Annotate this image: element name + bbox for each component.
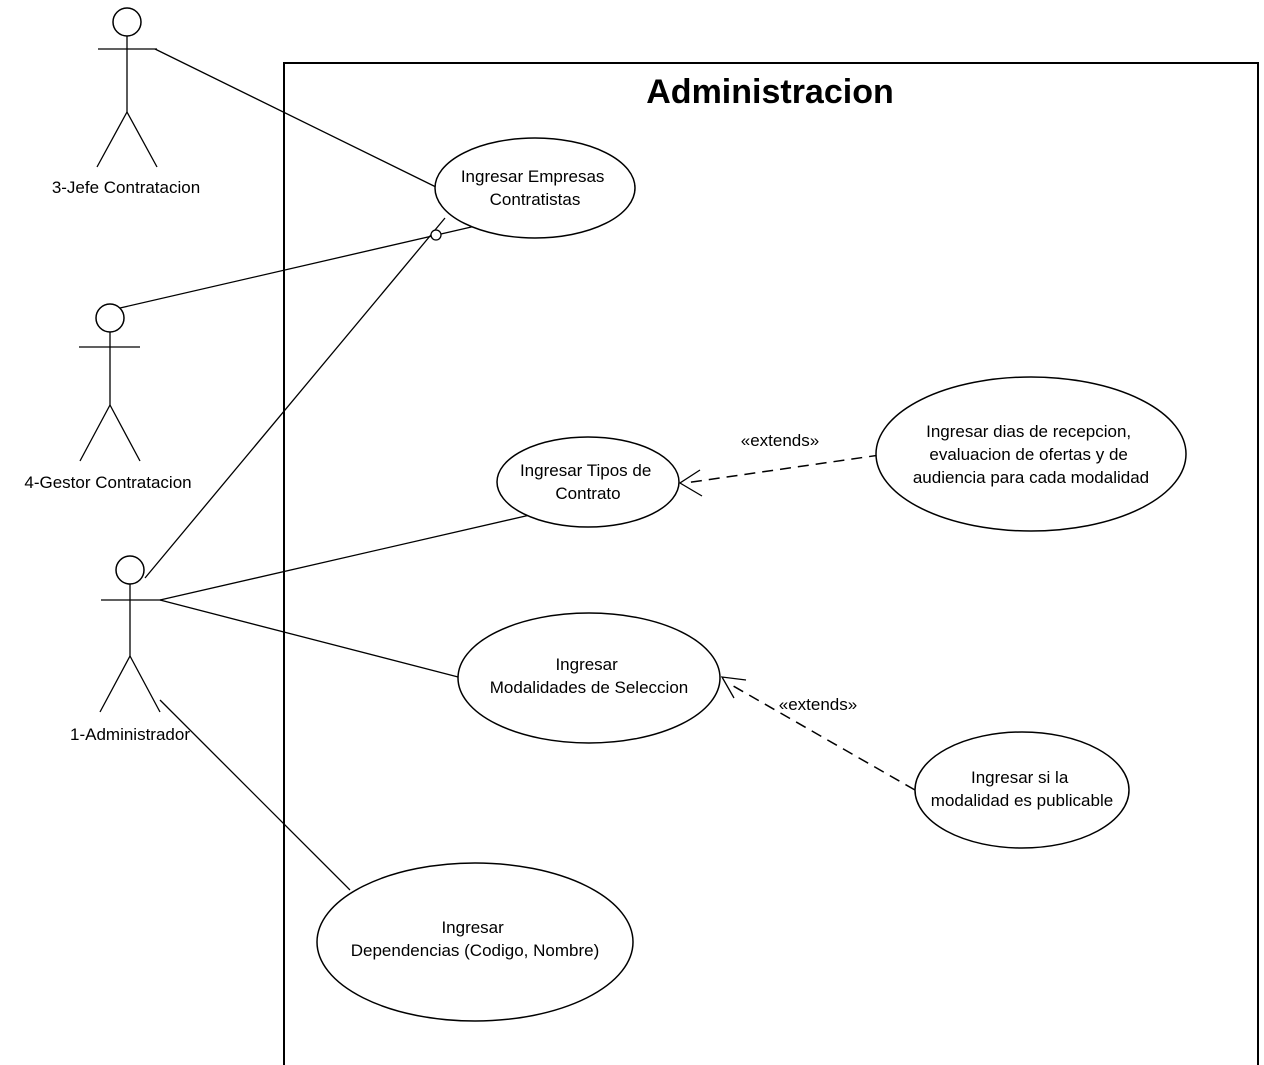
use-case-publicable-line-2: modalidad es publicable	[931, 791, 1113, 810]
svg-text:Ingresar Modalidades de: Ingresar Modalidades de Seleccion	[490, 655, 688, 697]
association-admin-modalidades	[159, 599, 463, 679]
actor-admin-label: 1-Administrador	[70, 725, 190, 744]
association-admin-dependencias	[159, 699, 351, 891]
stick-figure-icon	[96, 7, 158, 168]
actor-jefe-contratacion[interactable]: 3-Jefe Contratacion	[52, 7, 200, 197]
use-case-dias-line-1: Ingresar dias de recepcion,	[926, 422, 1131, 441]
actor-gestor-contratacion[interactable]: 4-Gestor Contratacion	[24, 303, 192, 492]
svg-text:Ingresar Empresas Contra: Ingresar Empresas Contratistas	[461, 167, 609, 209]
use-case-dias-line-3: audiencia para cada modalidad	[913, 468, 1149, 487]
use-case-tipos-line-1: Ingresar Tipos de	[520, 461, 651, 480]
use-case-dependencias[interactable]: Ingresar Dependencias (Codigo, Nombre)	[316, 862, 634, 1022]
svg-text:Ingresar Tipos de Contra: Ingresar Tipos de Contrato	[520, 461, 656, 503]
system-boundary: Administracion	[283, 62, 1259, 1065]
use-case-publicable-line-1: Ingresar si la	[971, 768, 1069, 787]
extends-label-1: «extends»	[741, 431, 819, 450]
extends-relations: «extends» «extends»	[678, 431, 916, 791]
use-case-modalidades[interactable]: Ingresar Modalidades de Seleccion	[457, 612, 721, 744]
use-case-tipos-contrato[interactable]: Ingresar Tipos de Contrato	[496, 436, 680, 528]
association-gestor-empresas	[119, 224, 481, 309]
use-case-publicable[interactable]: Ingresar si la modalidad es publicable	[914, 731, 1130, 849]
actor-jefe-label: 3-Jefe Contratacion	[52, 178, 200, 197]
line-crossing-hop	[430, 229, 442, 241]
svg-text:Ingresar dias de recepcion,: Ingresar dias de recepcion, evaluacion d…	[913, 422, 1149, 487]
use-case-modalidades-line-2: Modalidades de Seleccion	[490, 678, 688, 697]
association-admin-empresas	[144, 217, 446, 579]
use-case-empresas-line-1: Ingresar Empresas	[461, 167, 605, 186]
use-case-modalidades-line-1: Ingresar	[555, 655, 618, 674]
use-case-dias-recepcion[interactable]: Ingresar dias de recepcion, evaluacion d…	[875, 376, 1187, 532]
actor-gestor-label: 4-Gestor Contratacion	[24, 473, 191, 492]
system-title: Administracion	[646, 73, 893, 111]
use-case-empresas-line-2: Contratistas	[490, 190, 581, 209]
use-case-tipos-line-2: Contrato	[555, 484, 620, 503]
stick-figure-icon	[99, 555, 162, 713]
association-admin-tipos	[159, 514, 531, 601]
use-case-dependencias-line-2: Dependencias (Codigo, Nombre)	[351, 941, 600, 960]
stick-figure-icon	[79, 303, 141, 462]
extends-arrowhead-modalidades	[720, 676, 747, 699]
use-case-dependencias-line-1: Ingresar	[441, 918, 504, 937]
svg-text:Ingresar Dependencias (C: Ingresar Dependencias (Codigo, Nombre)	[351, 918, 600, 960]
actor-administrador[interactable]: 1-Administrador	[70, 555, 190, 744]
association-jefe-empresas	[154, 48, 441, 190]
extends-arrowhead-tipos	[678, 469, 703, 497]
use-case-empresas[interactable]: Ingresar Empresas Contratistas	[434, 137, 636, 239]
extends-line-dias-tipos	[684, 454, 881, 484]
svg-text:Ingresar si la modalidad: Ingresar si la modalidad es publicable	[931, 768, 1113, 810]
associations	[119, 48, 531, 891]
extends-label-2: «extends»	[779, 695, 857, 714]
use-case-dias-line-2: evaluacion de ofertas y de	[929, 445, 1127, 464]
